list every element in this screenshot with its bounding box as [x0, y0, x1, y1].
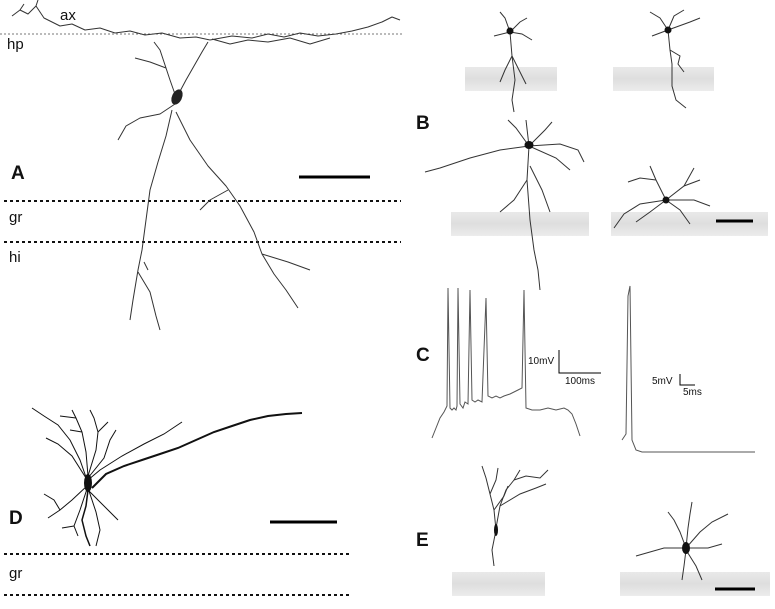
granule-layer-b3: [451, 212, 589, 236]
soma-b1: [506, 27, 514, 35]
soma-b2: [664, 26, 672, 34]
scale-bar-trace-right: [679, 374, 695, 386]
scale-voltage-right: 5mV: [652, 376, 673, 387]
soma-e2: [682, 542, 690, 554]
neuron-b2: [649, 9, 701, 109]
single-spike-trace: [621, 285, 755, 453]
panel-label-d: D: [9, 508, 23, 529]
neuron-d: [31, 407, 183, 547]
label-gr: gr: [9, 209, 23, 226]
neuron-b4: [613, 165, 711, 229]
granule-layer-b2: [613, 67, 714, 91]
soma-b3: [524, 141, 534, 149]
label-ax: ax: [60, 7, 76, 24]
neuron-b1: [493, 11, 533, 113]
panel-label-e: E: [416, 530, 429, 551]
neuron-e1: [481, 465, 549, 567]
neuron-a: [11, 0, 401, 331]
neuron-d-main-dendrite: [91, 412, 303, 489]
panel-label-a: A: [11, 163, 25, 184]
neuron-e2: [635, 501, 729, 581]
soma-b4: [662, 196, 670, 204]
scale-voltage-left: 10mV: [528, 356, 555, 367]
granule-layer-e2: [620, 572, 770, 596]
spike-train-trace: [431, 287, 581, 439]
scale-bar-trace-left: [558, 350, 601, 374]
label-gr-d: gr: [9, 565, 23, 582]
soma-a: [171, 89, 183, 105]
soma-d: [84, 474, 92, 492]
label-hp: hp: [7, 36, 24, 53]
scale-time-right: 5ms: [683, 387, 702, 398]
soma-e1: [494, 524, 498, 536]
panel-label-b: B: [416, 113, 430, 134]
granule-layer-b1: [465, 67, 557, 91]
neuron-b3: [424, 119, 585, 291]
label-hi: hi: [9, 249, 21, 266]
granule-layer-e1: [452, 572, 545, 596]
panel-label-c: C: [416, 345, 430, 366]
scale-time-left: 100ms: [565, 376, 596, 387]
neuron-d-descending-axon: [81, 489, 91, 547]
